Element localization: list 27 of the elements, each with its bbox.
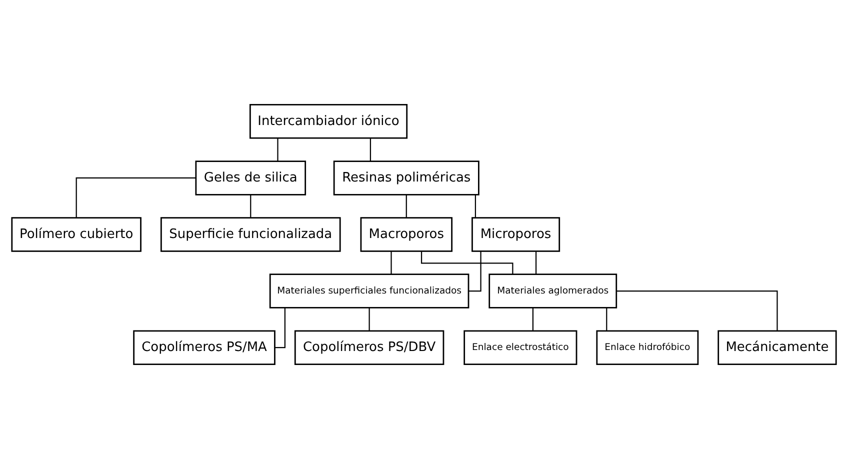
node-box: Enlace electrostático — [464, 330, 578, 365]
connector — [250, 194, 252, 218]
node-box: Geles de silica — [195, 160, 306, 196]
connector — [606, 308, 608, 331]
node-box: Materiales superficiales funcionalizados — [269, 274, 470, 308]
node-box: Enlace hidrofóbico — [596, 330, 699, 365]
connector — [76, 177, 196, 218]
node-box: Mecánicamente — [718, 330, 837, 365]
connector — [390, 251, 392, 274]
connector — [474, 194, 476, 218]
connector — [370, 138, 372, 161]
node-box: Microporos — [472, 217, 560, 252]
node-box: Intercambiador iónico — [249, 104, 408, 139]
node-box: Polímero cubierto — [11, 217, 142, 252]
connector — [277, 138, 278, 161]
connector — [368, 308, 370, 331]
connector — [535, 251, 537, 274]
connector — [406, 194, 407, 218]
node-box: Copolímeros PS/DBV — [294, 330, 444, 365]
connector — [275, 308, 286, 348]
node-box: Copolímeros PS/MA — [133, 330, 276, 365]
connector — [532, 308, 534, 331]
node-box: Resinas poliméricas — [333, 160, 480, 196]
node-box: Superficie funcionalizada — [160, 217, 341, 252]
connector — [616, 290, 778, 331]
node-box: Materiales aglomerados — [488, 274, 618, 308]
node-box: Macroporos — [360, 217, 452, 252]
